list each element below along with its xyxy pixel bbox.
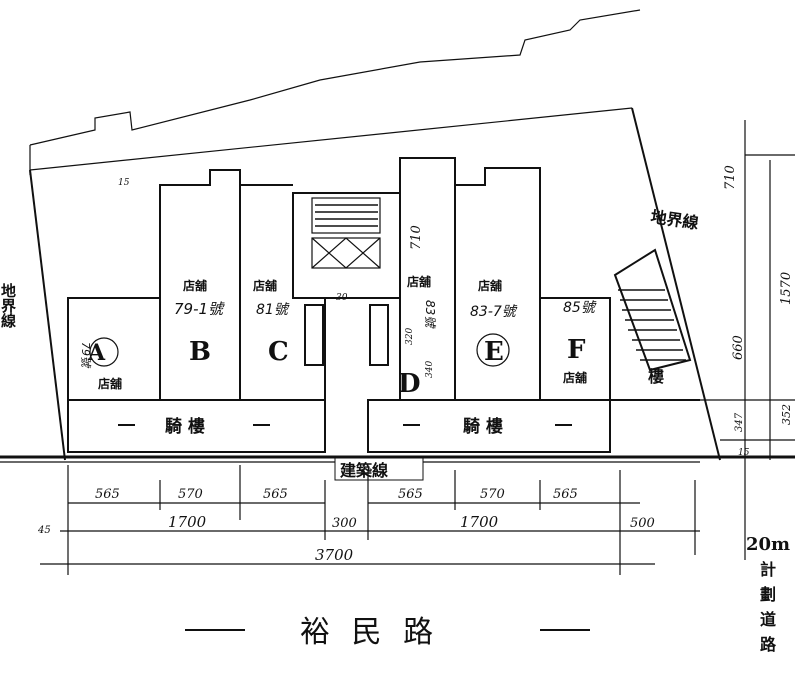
unit-letter: C — [268, 337, 289, 367]
boundary-left-text: 地界線 — [0, 282, 17, 329]
dim-text: 710 — [409, 225, 424, 250]
building-line-label: 建築線 — [340, 461, 388, 480]
dim-text: 565 — [553, 487, 578, 502]
planned-road-label: 20m 計 劃 道 路 — [746, 534, 790, 654]
boundary-right-text: 地界線 — [649, 207, 699, 232]
road-char: 道 — [760, 610, 776, 629]
dimension-labels: 565 570 565 565 570 565 1700 300 1700 50… — [37, 165, 794, 564]
dim-text: 565 — [398, 487, 423, 502]
arcade-left — [67, 399, 326, 453]
shop-label: 店舖 — [253, 278, 277, 293]
stair-label: 樓 — [648, 367, 664, 386]
shop-label: 店舖 — [98, 376, 122, 391]
unit-number: 85號 — [563, 300, 597, 316]
dim-text: 570 — [480, 487, 505, 502]
boundary-line-right — [631, 107, 721, 461]
external-stair — [613, 248, 692, 372]
boundary-line-left — [29, 169, 66, 461]
dim-text: 300 — [332, 516, 357, 531]
dim-text: 570 — [178, 487, 203, 502]
unit-number: 83號 — [423, 300, 437, 329]
dim-text: 45 — [37, 525, 51, 536]
road-char: 計 — [760, 560, 776, 579]
unit-C: 店舖 81號 C — [253, 278, 290, 367]
shop-label: 店舖 — [478, 278, 502, 293]
dimension-lines — [40, 120, 795, 575]
dim-text: 15 — [118, 178, 130, 188]
unit-letter: E — [484, 337, 504, 367]
unit-D: 店舖 83號 D — [398, 274, 437, 399]
unit-number: 79-1號 — [174, 300, 225, 318]
shop-label: 店舖 — [563, 370, 587, 385]
stair-core — [292, 192, 401, 366]
dim-text: 500 — [630, 516, 655, 531]
unit-letter: D — [398, 369, 421, 399]
unit-number: 81號 — [256, 302, 290, 318]
building-line-label-box — [334, 457, 424, 481]
unit-number: 83-7號 — [470, 304, 518, 320]
unit-F: 85號 F 店舖 — [563, 300, 597, 385]
dim-text: 660 — [731, 335, 746, 360]
dim-text: 1700 — [168, 513, 207, 531]
dim-text: 352 — [780, 404, 793, 425]
arcade-label-left: 騎 樓 — [165, 416, 205, 437]
dim-text: 340 — [425, 361, 435, 378]
rear-boundary — [29, 107, 633, 171]
arcade-right — [367, 399, 611, 453]
shop-label: 店舖 — [407, 274, 431, 289]
dim-text: 1700 — [460, 513, 499, 531]
dim-text: 3700 — [315, 546, 354, 564]
unit-B: 店舖 79-1號 B — [174, 278, 225, 367]
road-char: 路 — [760, 635, 777, 654]
road-name: 裕 民 路 — [300, 615, 439, 650]
boundary-label-left: 地界線 — [0, 282, 17, 329]
unit-E: 店舖 83-7號 E — [470, 278, 518, 367]
unit-letter: F — [567, 335, 586, 365]
dim-text: 565 — [95, 487, 120, 502]
left-building-block — [67, 169, 326, 453]
dim-text: 565 — [263, 487, 288, 502]
dim-text: 15 — [738, 448, 750, 458]
dim-text: 1570 — [779, 272, 794, 305]
shop-label: 店舖 — [183, 278, 207, 293]
unit-A: A 79號 店舖 — [79, 337, 122, 391]
dim-text: 710 — [723, 165, 738, 190]
road-char: 劃 — [760, 585, 776, 604]
right-building-block — [367, 157, 700, 453]
dim-text: 347 — [734, 412, 745, 432]
unit-number: 79號 — [79, 342, 92, 369]
road-width: 20m — [746, 534, 790, 555]
arcade-label-right: 騎 樓 — [463, 416, 503, 437]
neighbor-lot-outline — [29, 9, 641, 146]
dim-text: 30 — [336, 293, 348, 303]
dim-text: 320 — [405, 328, 415, 345]
unit-letter: B — [189, 337, 211, 367]
